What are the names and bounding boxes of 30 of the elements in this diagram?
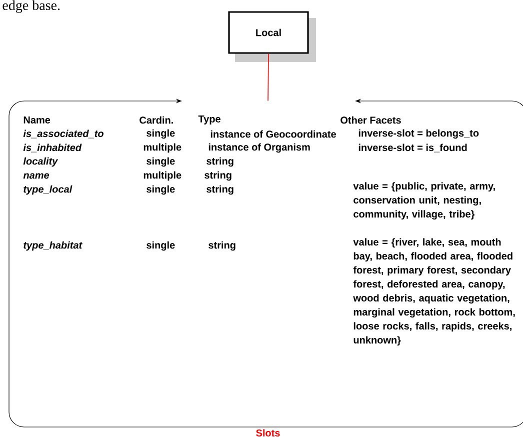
table-text: string	[206, 185, 234, 195]
table-text: inverse-slot = is_found	[358, 144, 467, 152]
table-text: Name	[24, 116, 50, 124]
facet-value: value = {river, lake, sea, mouth bay, beach, flooded area, flooded forest, primary forest, secondary forest, deforested area, canopy, wood debris, aquatic vegetation, marginal vegetation, rock bottom, loose rocks, falls, rapids, creeks, unknown}	[353, 238, 515, 346]
table-text: instance of Organism	[208, 143, 310, 153]
frame-caption: Slots	[256, 429, 280, 437]
table-text: string	[204, 171, 232, 181]
table-text: instance of Geocoordinate	[210, 130, 336, 138]
table-text: Other Facets	[340, 116, 401, 124]
table-text: single	[146, 129, 175, 139]
table-text: multiple	[144, 171, 182, 181]
table-text: locality	[23, 157, 58, 167]
table-text: multiple	[144, 143, 182, 153]
table-text: type_habitat	[24, 241, 82, 251]
table-text: name	[23, 173, 50, 179]
class-box: Local	[228, 11, 316, 62]
table-text: single	[146, 241, 175, 251]
connector-line	[268, 53, 269, 102]
table-text: is_inhabited	[23, 144, 82, 152]
table-text: string	[206, 157, 234, 167]
facet-value: value = {public, private, army, conservation unit, nesting, community, village, tribe}	[353, 182, 495, 220]
table-text: string	[208, 241, 236, 251]
table-text: single	[146, 185, 175, 195]
heading-fragment: edge base.	[2, 0, 60, 13]
table-text: Type	[198, 116, 220, 124]
table-text: inverse-slot = belongs_to	[358, 129, 479, 139]
table-text: type_local	[24, 185, 72, 195]
table-text: single	[146, 157, 175, 167]
table-text: Cardin.	[140, 116, 173, 124]
table-text: is_associated_to	[23, 130, 104, 138]
